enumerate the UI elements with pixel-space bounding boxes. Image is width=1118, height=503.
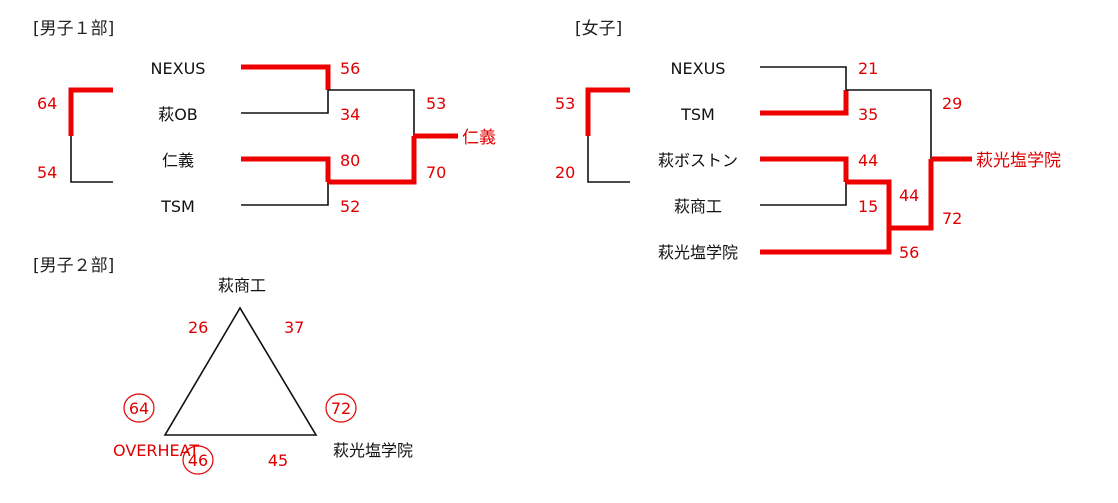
w-line-boston-win <box>760 156 849 182</box>
line-hagi-ob <box>241 90 329 114</box>
team-hagi-ob: 萩OB <box>158 105 198 124</box>
score-semi-bottom: 70 <box>426 163 446 182</box>
team-w-shoko: 萩商工 <box>674 197 722 216</box>
w-score-final-top: 29 <box>942 94 962 113</box>
w-line-final-top <box>846 89 932 159</box>
side-line-bottom <box>70 136 113 183</box>
w-score-boston: 44 <box>858 151 878 170</box>
mens-div2-header: [男子２部] <box>33 256 114 276</box>
score-tsm: 52 <box>340 197 360 216</box>
line-semi-top <box>328 89 415 136</box>
d2-circle-right <box>325 393 357 423</box>
d2-score-top-right: 37 <box>284 318 304 337</box>
line-semi-bottom-win <box>328 136 417 185</box>
w-line-koen-r2-win <box>760 205 892 255</box>
mens-div1-bracket: [男子１部] NEXUS 萩OB 仁義 TSM 56 34 80 52 53 7… <box>33 19 496 216</box>
d2-circle-left <box>123 393 155 423</box>
w-score-nexus: 21 <box>858 59 878 78</box>
d2-score-left-circled: 64 <box>129 399 149 418</box>
score-semi-top: 53 <box>426 94 446 113</box>
team-w-boston: 萩ボストン <box>658 151 738 170</box>
team-w-koen: 萩光塩学院 <box>658 243 738 262</box>
w-line-boston-r2-win <box>846 179 892 205</box>
w-score-koen-r2: 56 <box>899 243 919 262</box>
womens-champion: 萩光塩学院 <box>976 151 1061 171</box>
score-jingi: 80 <box>340 151 360 170</box>
round-robin-triangle <box>163 306 318 436</box>
w-score-shoko: 15 <box>858 197 878 216</box>
w-score-boston-r2: 44 <box>899 186 919 205</box>
w-side-score-top: 53 <box>555 94 575 113</box>
w-side-line-top <box>585 87 630 136</box>
team-d2-koen: 萩光塩学院 <box>333 441 413 460</box>
side-score-bottom: 54 <box>37 163 57 182</box>
side-line-top <box>68 87 113 136</box>
d2-score-bottom-circled: 46 <box>188 451 208 470</box>
womens-header: [女子] <box>575 19 622 39</box>
w-side-score-bottom: 20 <box>555 163 575 182</box>
w-line-tsm-win <box>760 90 849 116</box>
w-line-nexus <box>760 66 847 90</box>
team-d2-shoko: 萩商工 <box>218 276 266 295</box>
d2-score-bottom: 45 <box>268 451 288 470</box>
team-tsm: TSM <box>160 197 195 216</box>
w-side-line-bottom <box>587 136 630 183</box>
mens-div1-champion: 仁義 <box>462 128 496 148</box>
d2-score-top-left: 26 <box>188 318 208 337</box>
line-nexus-win <box>241 64 331 90</box>
team-d2-overheat: OVERHEAT <box>113 441 199 460</box>
team-w-nexus: NEXUS <box>671 59 726 78</box>
team-jingi: 仁義 <box>162 151 194 170</box>
score-hagi-ob: 34 <box>340 105 360 124</box>
w-line-final-bottom-win <box>889 159 934 231</box>
d2-score-right-circled: 72 <box>331 399 351 418</box>
score-nexus: 56 <box>340 59 360 78</box>
line-tsm <box>241 182 329 206</box>
w-score-final-bottom: 72 <box>942 209 962 228</box>
team-w-tsm: TSM <box>680 105 715 124</box>
w-score-tsm: 35 <box>858 105 878 124</box>
team-nexus: NEXUS <box>151 59 206 78</box>
line-jingi-win <box>241 156 331 182</box>
side-score-top: 64 <box>37 94 57 113</box>
womens-bracket: [女子] NEXUS TSM 萩ボストン 萩商工 萩光塩学院 21 35 44 … <box>555 19 1061 262</box>
w-line-shoko <box>760 182 847 206</box>
mens-div2-round-robin: [男子２部] 萩商工 OVERHEAT 萩光塩学院 26 37 64 72 46… <box>33 256 413 475</box>
d2-circle-bottom <box>182 445 214 475</box>
mens-div1-header: [男子１部] <box>33 19 114 39</box>
